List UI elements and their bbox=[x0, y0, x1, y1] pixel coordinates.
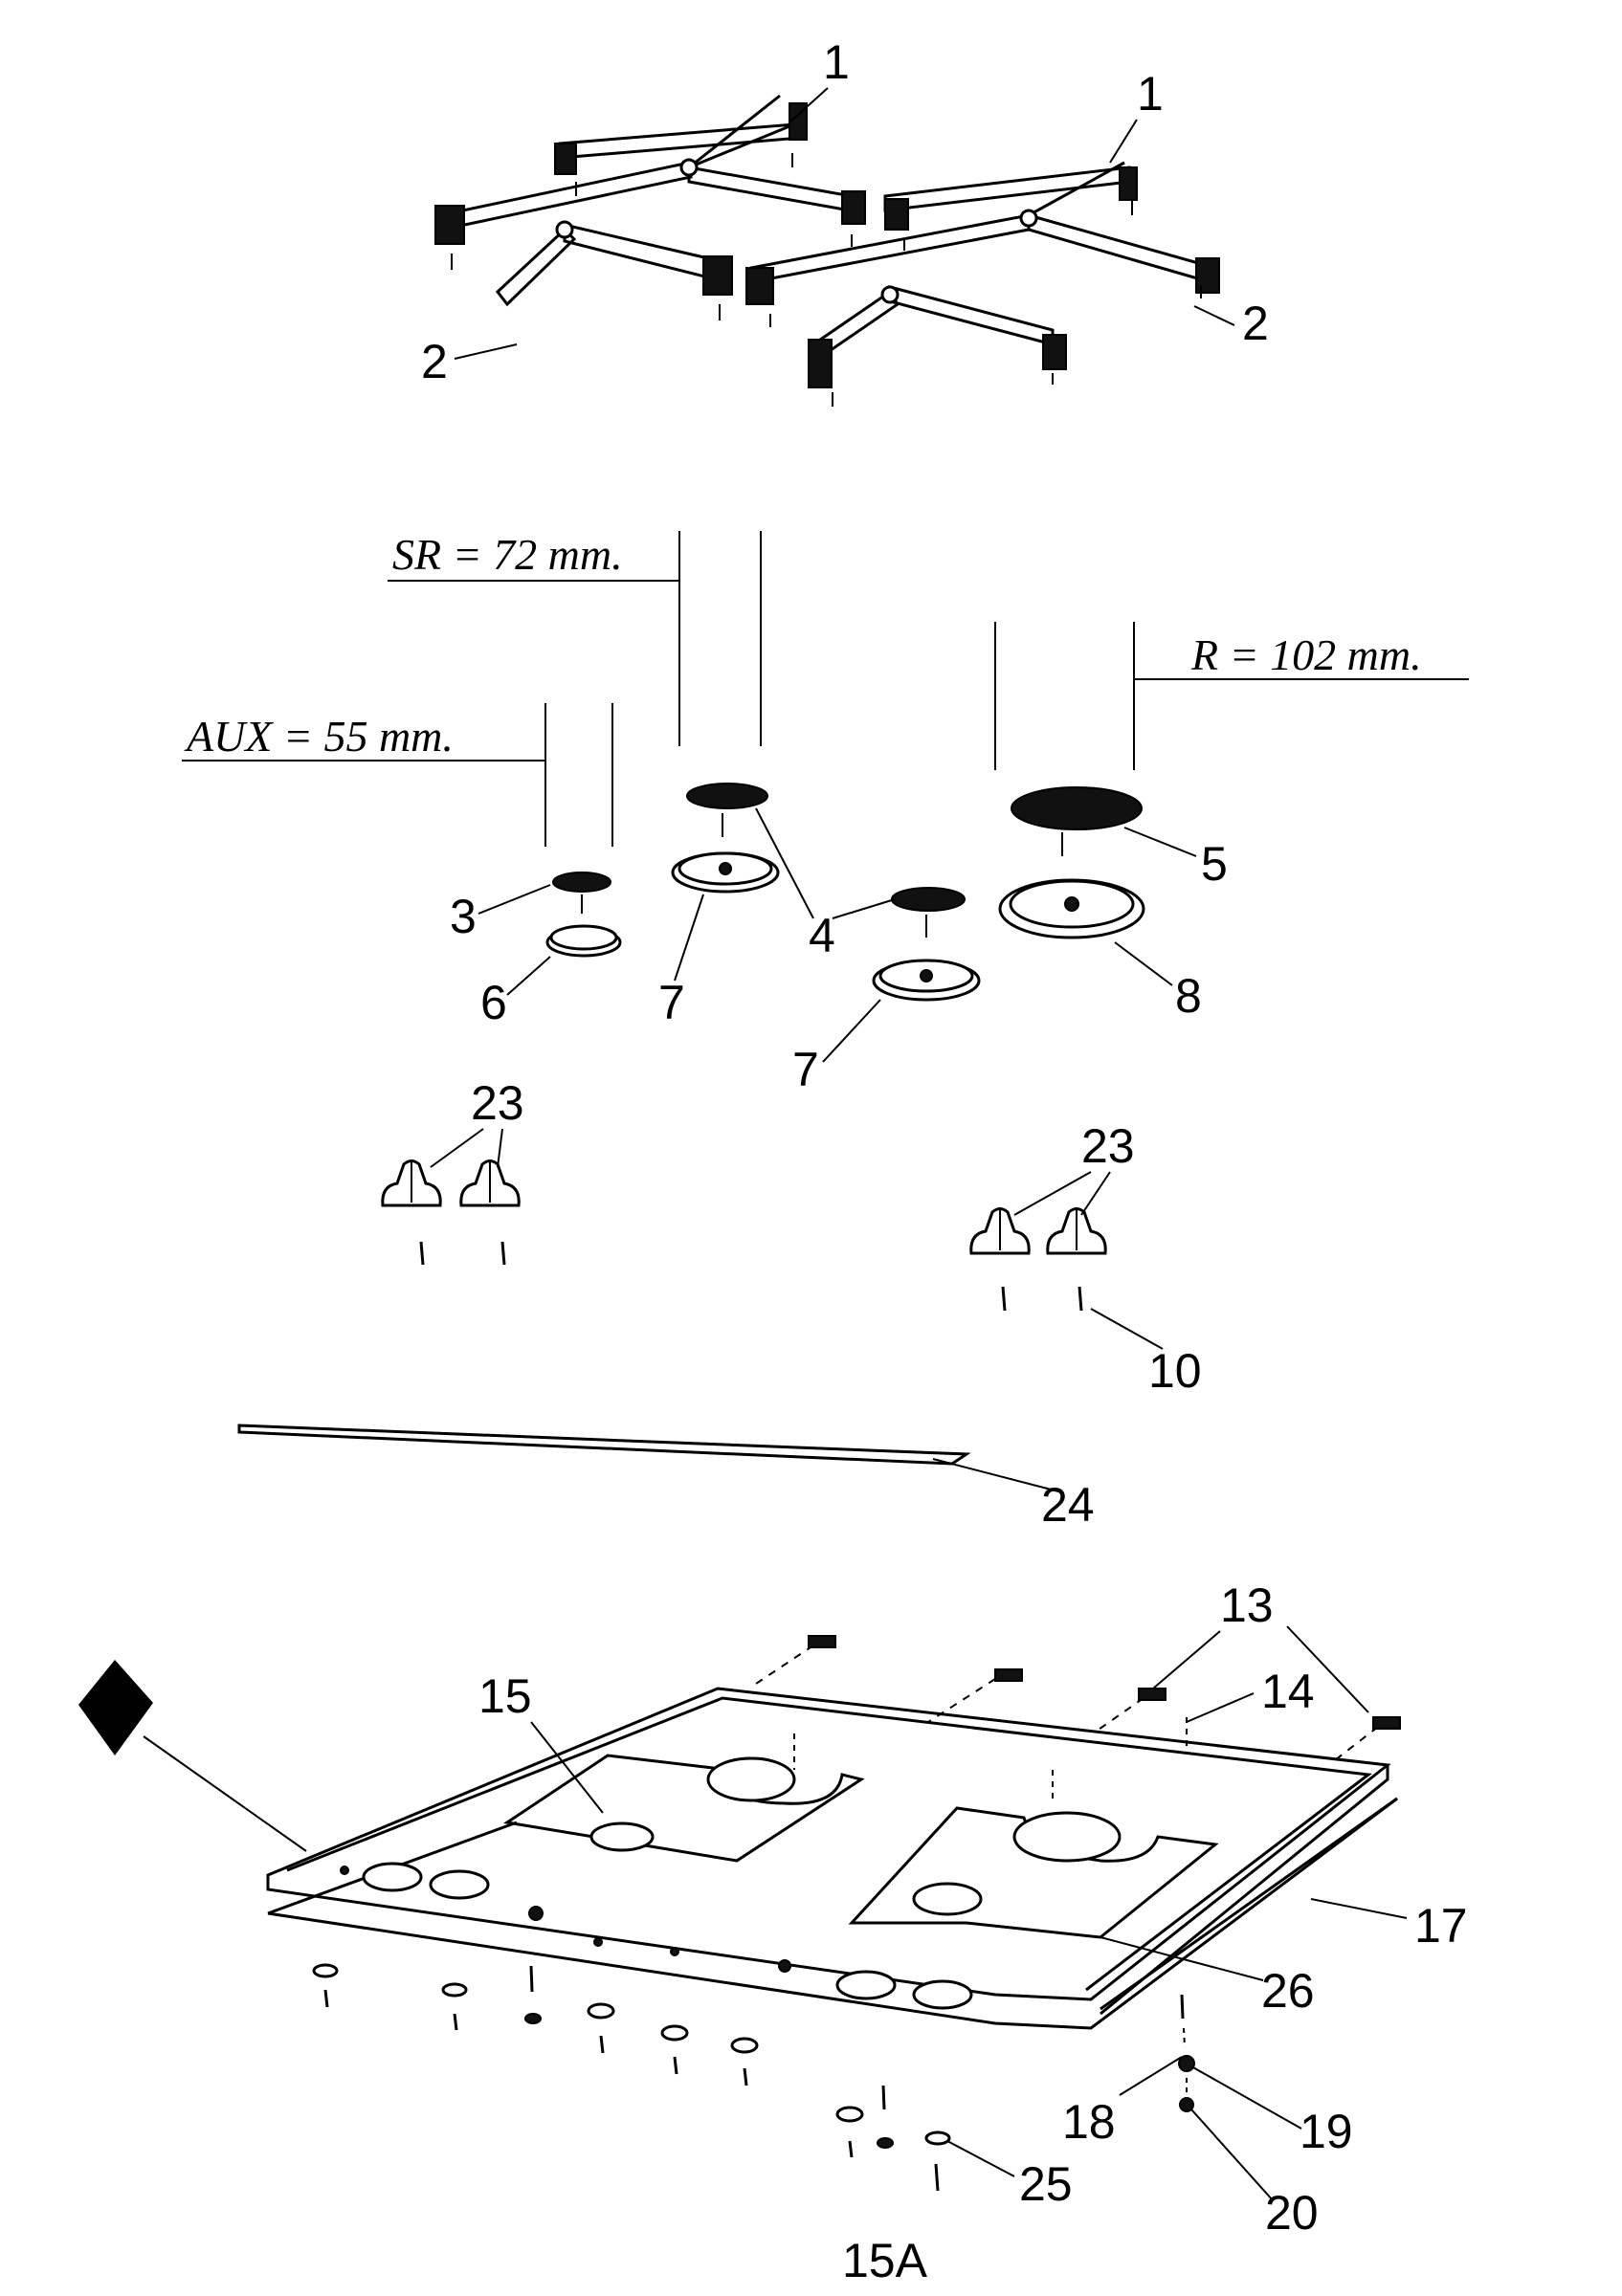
label-1-left: 1 bbox=[823, 35, 850, 89]
label-10: 10 bbox=[1148, 1344, 1202, 1398]
label-24: 24 bbox=[1041, 1478, 1095, 1532]
label-20: 20 bbox=[1265, 2186, 1319, 2240]
diamond-marker-icon bbox=[78, 1660, 307, 1852]
label-15a: 15A bbox=[842, 2234, 928, 2287]
label-1-right: 1 bbox=[1137, 67, 1164, 121]
dimension-r: R = 102 mm. bbox=[1190, 630, 1422, 679]
label-26: 26 bbox=[1261, 1964, 1315, 2018]
control-knobs bbox=[381, 1159, 1107, 1312]
label-14: 14 bbox=[1261, 1665, 1315, 1718]
label-13: 13 bbox=[1220, 1578, 1274, 1632]
pan-support-grates bbox=[434, 94, 1220, 407]
trim-strip bbox=[237, 1424, 971, 1466]
label-23-right: 23 bbox=[1081, 1119, 1135, 1173]
label-2-right: 2 bbox=[1242, 297, 1269, 350]
label-8: 8 bbox=[1175, 969, 1202, 1023]
label-25: 25 bbox=[1019, 2157, 1073, 2211]
label-5: 5 bbox=[1201, 837, 1228, 891]
label-6: 6 bbox=[480, 976, 507, 1029]
cooktop-panel bbox=[266, 1635, 1401, 2030]
label-3: 3 bbox=[450, 890, 477, 943]
dimension-aux: AUX = 55 mm. bbox=[184, 712, 454, 761]
label-2-left: 2 bbox=[421, 335, 448, 388]
label-18: 18 bbox=[1062, 2095, 1116, 2149]
dimension-sr: SR = 72 mm. bbox=[392, 530, 623, 579]
label-7-right: 7 bbox=[792, 1043, 819, 1096]
label-17: 17 bbox=[1414, 1899, 1468, 1953]
fasteners bbox=[312, 1963, 951, 2192]
burners-group bbox=[182, 531, 1469, 1002]
label-15: 15 bbox=[478, 1669, 532, 1723]
label-7-left: 7 bbox=[658, 976, 685, 1029]
label-23-left: 23 bbox=[471, 1076, 524, 1130]
label-19: 19 bbox=[1300, 2105, 1353, 2158]
